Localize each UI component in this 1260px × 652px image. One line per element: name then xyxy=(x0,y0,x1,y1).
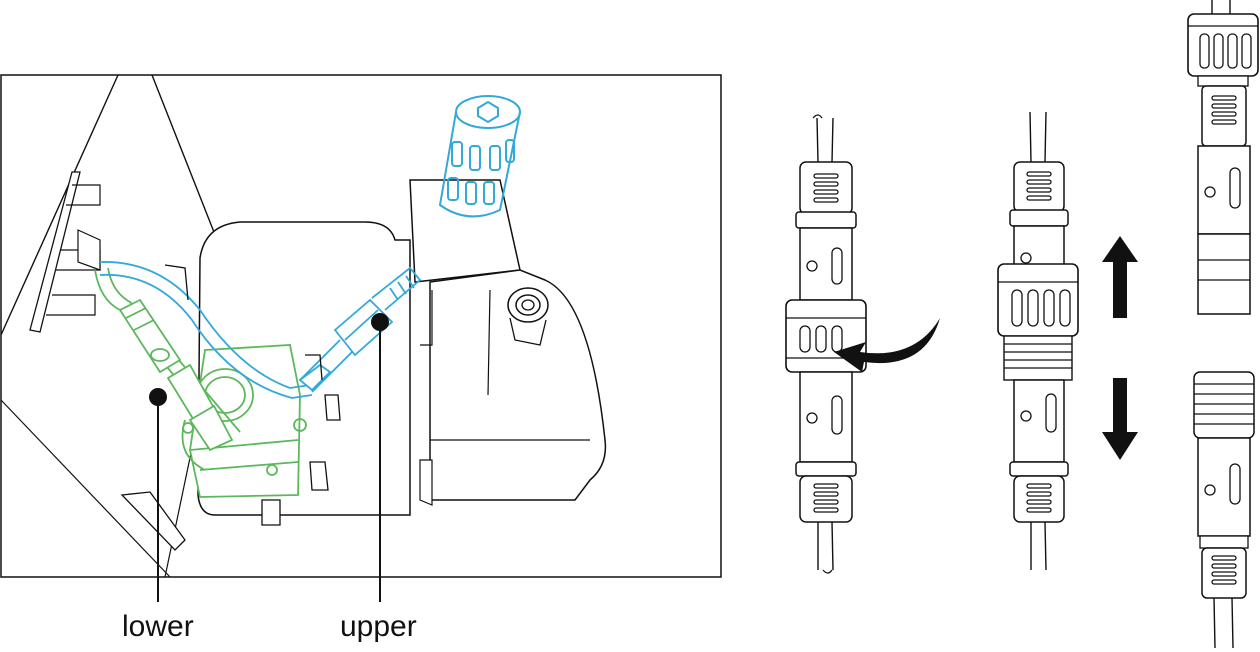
connector-step-separated xyxy=(1187,0,1259,649)
upper-callout-leader xyxy=(371,313,389,602)
lower-callout-label: lower xyxy=(122,610,194,643)
arrow-up-icon xyxy=(1102,236,1138,318)
upper-callout-label: upper xyxy=(340,610,417,643)
arrow-down-icon xyxy=(1102,378,1138,460)
device-illustration-panel xyxy=(0,74,722,602)
blue-filter-cylinder xyxy=(438,95,521,218)
port-knob xyxy=(507,287,549,346)
connector-step-unscrew xyxy=(997,111,1138,571)
lower-hose-assembly xyxy=(94,267,307,498)
connector-step-twist xyxy=(785,114,940,574)
lower-callout-leader xyxy=(149,388,167,602)
curved-arrow-icon xyxy=(834,318,940,372)
